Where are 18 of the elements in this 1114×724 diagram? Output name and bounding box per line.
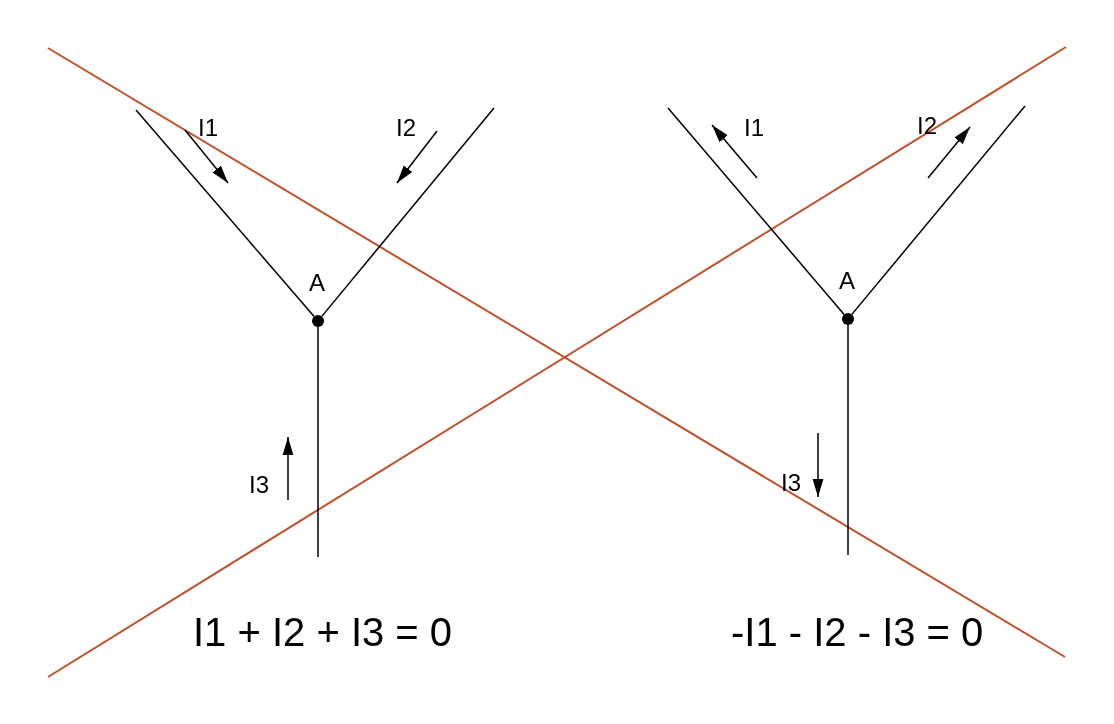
junction-dot [312,315,324,327]
wire [317,326,319,558]
junction-label: A [309,271,325,295]
wire [847,324,849,556]
current-label: I3 [781,471,801,495]
current-label: I3 [249,473,269,497]
junction-label: A [839,269,855,293]
wire [667,107,845,316]
current-label: I2 [396,116,416,140]
current-label: I2 [917,114,937,138]
wire [135,109,315,318]
current-label: I1 [744,116,764,140]
junction-dot [842,313,854,325]
wire [851,105,1026,316]
equation: -I1 - I2 - I3 = 0 [731,612,984,652]
wire [321,107,495,318]
current-label: I1 [198,116,218,140]
equation: I1 + I2 + I3 = 0 [193,612,453,652]
